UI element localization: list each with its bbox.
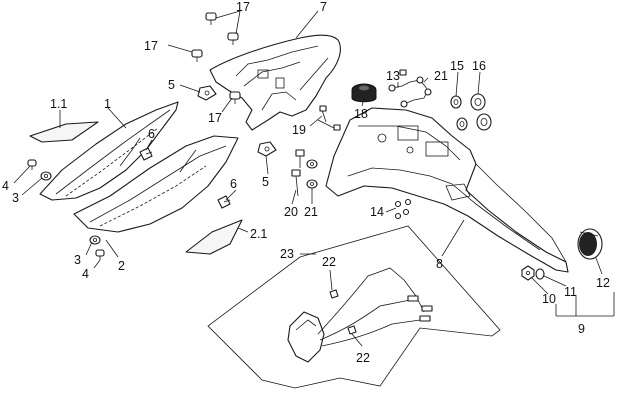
callout-6-right: 6 xyxy=(230,177,237,191)
callout-15: 15 xyxy=(450,59,464,73)
callout-13: 13 xyxy=(386,69,400,83)
spacer-15-lower xyxy=(456,117,468,131)
harness-region-outline xyxy=(207,225,501,389)
bolt-13-set xyxy=(388,69,432,108)
bolt-14-set xyxy=(394,198,412,220)
callout-labels: 17 7 17 5 17 1.1 1 6 4 3 13 21 15 16 18 … xyxy=(2,0,610,365)
callout-14: 14 xyxy=(370,205,384,219)
reflector xyxy=(577,228,603,260)
callout-10: 10 xyxy=(542,292,556,306)
callout-23: 23 xyxy=(280,247,294,261)
callout-6-left: 6 xyxy=(148,127,155,141)
callout-22-lower: 22 xyxy=(356,351,370,365)
screw-17-top xyxy=(205,12,239,45)
side-panel-lower xyxy=(73,135,239,233)
callout-2: 2 xyxy=(118,259,125,273)
callout-21-upper: 21 xyxy=(434,69,448,83)
spacer-16-lower xyxy=(476,113,492,131)
callout-5-upper: 5 xyxy=(168,78,175,92)
bolt-20-stack xyxy=(291,149,305,197)
washer-11 xyxy=(535,268,545,280)
callout-18: 18 xyxy=(354,107,368,121)
screw-17-left xyxy=(191,49,203,62)
bolt-19 xyxy=(317,105,341,131)
callout-17-lower: 17 xyxy=(208,111,222,125)
callout-7: 7 xyxy=(320,0,327,14)
callout-20: 20 xyxy=(284,205,298,219)
callout-9: 9 xyxy=(578,322,585,336)
callout-8: 8 xyxy=(436,257,443,271)
clip-nut-5-upper xyxy=(197,85,217,101)
rear-frame-bracket xyxy=(325,107,569,273)
callout-17-top: 17 xyxy=(236,0,250,14)
spacer-15-upper xyxy=(450,95,462,109)
washer-21-stack xyxy=(306,159,318,189)
callout-2-1: 2.1 xyxy=(250,227,267,241)
callout-11: 11 xyxy=(564,285,577,299)
rear-fender xyxy=(209,34,341,131)
nut-10 xyxy=(521,265,535,281)
panel-insert-left xyxy=(29,121,99,143)
callout-22-upper: 22 xyxy=(322,255,336,269)
bolt-6-left xyxy=(139,147,153,161)
callout-1-1: 1.1 xyxy=(50,97,67,111)
screw-4-lower xyxy=(95,249,105,260)
wiring-harness xyxy=(287,267,433,363)
callout-12: 12 xyxy=(596,276,610,290)
callout-17-left: 17 xyxy=(144,39,158,53)
washer-3-lower xyxy=(89,235,101,245)
grommet xyxy=(351,83,377,103)
callout-5-lower: 5 xyxy=(262,175,269,189)
connector-22-lower xyxy=(347,325,357,335)
screw-17-lower xyxy=(229,91,241,104)
callout-1: 1 xyxy=(104,97,111,111)
callout-4-upper: 4 xyxy=(2,179,9,193)
spacer-16-upper xyxy=(470,93,486,111)
seat-panel-left xyxy=(39,101,179,201)
callout-4-lower: 4 xyxy=(82,267,89,281)
callout-21-lower: 21 xyxy=(304,205,318,219)
callout-19: 19 xyxy=(292,123,306,137)
connector-22-upper xyxy=(329,289,339,299)
callout-3-upper: 3 xyxy=(12,191,19,205)
callout-3-lower: 3 xyxy=(74,253,81,267)
callout-16: 16 xyxy=(472,59,486,73)
clip-nut-5-lower xyxy=(257,141,277,157)
screw-4-upper xyxy=(27,159,37,170)
washer-3-upper xyxy=(40,171,52,181)
panel-insert-right xyxy=(185,219,243,255)
leader-lines xyxy=(13,10,615,347)
